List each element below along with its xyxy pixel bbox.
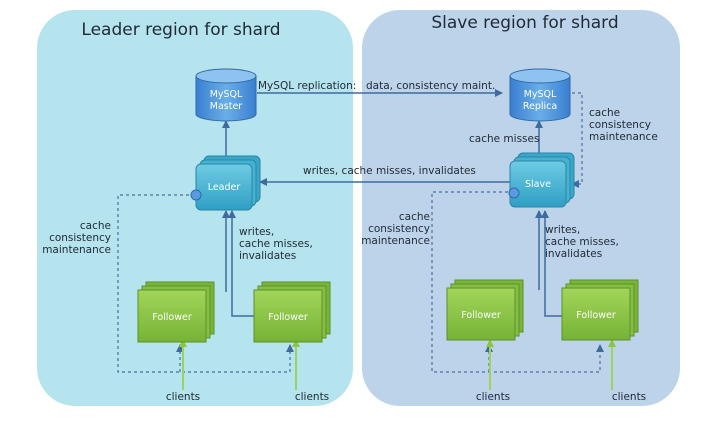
mysql-master-label-2: Master [210,101,243,112]
replica-maintenance-label-3: maintenance [589,131,658,143]
replication-label: MySQL replication: [258,80,356,92]
follower-slave-right-label: Follower [576,310,616,321]
follower-right-label: Follower [268,312,308,323]
cache-misses-label: cache misses [469,133,539,145]
leader-connector-dot [190,189,202,201]
follower-right-to-slave [541,210,562,317]
leader-region [37,10,353,406]
clients-label-4: clients [612,391,646,403]
slave-region-title: Slave region for shard [431,13,618,33]
replica-maintenance-loop [560,92,583,188]
clients-label-1: clients [166,391,200,403]
mysql-master-label-1: MySQL [210,89,243,100]
follower-right-to-leader [228,210,254,317]
replication-detail-label: data, consistency maint. [366,80,495,92]
slave-writes-label-2: cache misses, [545,236,619,248]
cross-region-label: writes, cache misses, invalidates [303,165,476,177]
follower-node-right: Follower [253,281,331,343]
leader-writes-label-3: invalidates [239,250,296,262]
mysql-replica-label-1: MySQL [524,89,557,100]
leader-maintenance-label-1: cache [80,220,111,232]
slave-maintenance-label-1: cache [399,211,430,223]
slave-writes-label-1: writes, [545,224,580,236]
follower-node-slave-right: Follower [561,279,639,341]
leader-label: Leader [208,182,241,193]
slave-maintenance-loop [431,191,604,373]
replica-maintenance-label-1: cache [589,107,620,119]
slave-label: Slave [525,179,551,190]
leader-maintenance-label-2: consistency [49,232,111,244]
replica-maintenance-label-2: consistency [589,119,651,131]
mysql-replica-node: MySQL Replica [509,68,571,122]
mysql-master-node: MySQL Master [195,68,257,122]
leader-region-title: Leader region for shard [81,20,280,40]
mysql-replica-label-2: Replica [523,101,557,112]
slave-node: Slave [509,152,575,208]
slave-maintenance-label-3: maintenance [361,235,430,247]
clients-label-3: clients [476,391,510,403]
leader-node: Leader [195,155,261,211]
leader-writes-label-1: writes, [239,226,274,238]
slave-maintenance-label-2: consistency [368,223,430,235]
follower-node-left: Follower [137,281,215,343]
leader-maintenance-loop [117,194,294,373]
slave-region [362,10,680,406]
clients-label-2: clients [295,391,329,403]
follower-left-label: Follower [152,312,192,323]
follower-slave-left-label: Follower [461,310,501,321]
leader-writes-label-2: cache misses, [239,238,313,250]
follower-node-slave-left: Follower [446,279,524,341]
slave-connector-dot [508,187,520,199]
slave-writes-label-3: invalidates [545,248,602,260]
leader-maintenance-label-3: maintenance [42,244,111,256]
